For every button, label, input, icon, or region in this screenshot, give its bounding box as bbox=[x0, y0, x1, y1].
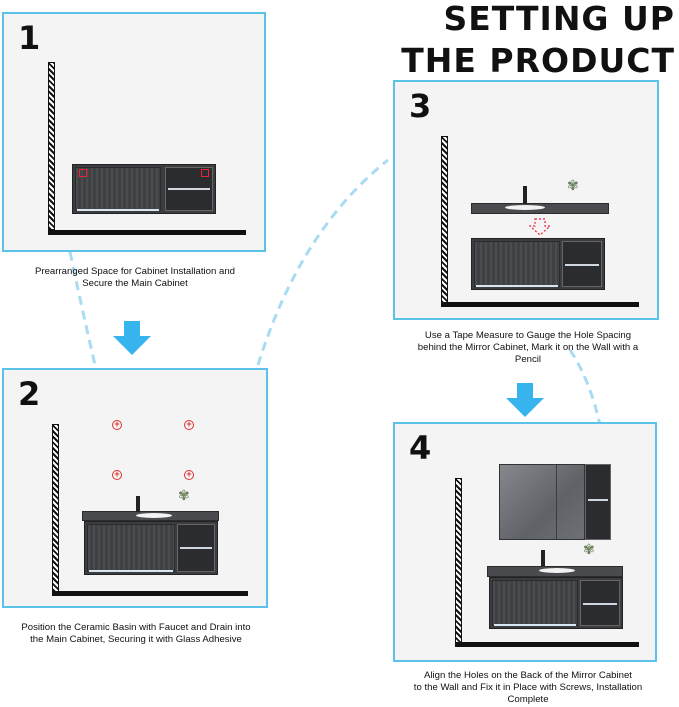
step-2-caption: Position the Ceramic Basin with Faucet a… bbox=[0, 622, 272, 646]
down-arrow-icon bbox=[506, 383, 544, 417]
drawer-light bbox=[476, 285, 558, 287]
page-title-line2: THE PRODUCT bbox=[401, 41, 675, 80]
wall bbox=[455, 478, 462, 646]
main-cabinet bbox=[72, 164, 216, 214]
faucet bbox=[136, 496, 140, 512]
step-4-panel: 4 ✾ bbox=[393, 422, 657, 662]
step-3-caption: Use a Tape Measure to Gauge the Hole Spa… bbox=[383, 330, 673, 366]
step-4-caption-l2: to the Wall and Fix it in Place with Scr… bbox=[413, 682, 643, 693]
crosshair-circle-icon: + bbox=[184, 470, 194, 480]
main-cabinet bbox=[471, 238, 605, 290]
shelf-line bbox=[583, 603, 617, 605]
step-2-number: 2 bbox=[18, 375, 41, 413]
step-1-panel: 1 bbox=[2, 12, 266, 252]
crosshair-circle-icon: + bbox=[184, 420, 194, 430]
faucet bbox=[541, 550, 545, 566]
crosshair-circle-icon: + bbox=[112, 420, 122, 430]
down-arrow-icon bbox=[113, 321, 151, 355]
step-4-caption-l3: Complete bbox=[507, 694, 549, 705]
cabinet-drawer bbox=[492, 580, 578, 626]
drawer-light bbox=[77, 209, 159, 211]
faucet bbox=[523, 186, 527, 204]
main-cabinet bbox=[489, 577, 623, 629]
plant-icon: ✾ bbox=[178, 487, 190, 503]
screw-mark bbox=[79, 169, 87, 177]
down-dashed-arrow-icon bbox=[529, 218, 551, 236]
step-4-caption: Align the Holes on the Back of the Mirro… bbox=[383, 670, 673, 706]
page-title-line1: SETTING UP bbox=[443, 0, 675, 38]
basin bbox=[539, 568, 575, 573]
wall bbox=[52, 424, 59, 592]
main-cabinet bbox=[84, 521, 218, 575]
cabinet-shelf bbox=[562, 241, 602, 287]
step-1-caption-l1: Prearranged Space for Cabinet Installati… bbox=[35, 266, 235, 277]
step-3-caption-l2: behind the Mirror Cabinet, Mark it on th… bbox=[417, 342, 639, 353]
step-1-number: 1 bbox=[18, 19, 41, 57]
step-3-caption-l1: Use a Tape Measure to Gauge the Hole Spa… bbox=[424, 330, 632, 341]
drawer-light bbox=[89, 570, 173, 572]
step-1-caption-l2: Secure the Main Cabinet bbox=[82, 278, 188, 289]
step-1-caption: Prearranged Space for Cabinet Installati… bbox=[0, 266, 270, 290]
step-2-caption-l2: the Main Cabinet, Securing it with Glass… bbox=[30, 634, 242, 645]
shelf-line bbox=[565, 264, 599, 266]
plant-icon: ✾ bbox=[567, 177, 579, 193]
floor bbox=[48, 230, 246, 235]
step-3-panel: 3 ✾ bbox=[393, 80, 659, 320]
cabinet-shelf bbox=[165, 167, 213, 211]
wall bbox=[441, 136, 448, 304]
screw-mark bbox=[201, 169, 209, 177]
basin bbox=[136, 513, 172, 518]
floor bbox=[455, 642, 639, 647]
mirror-cabinet bbox=[499, 464, 585, 540]
floor bbox=[52, 591, 248, 596]
shelf-line bbox=[180, 547, 212, 549]
cabinet-shelf bbox=[177, 524, 215, 572]
cabinet-drawer bbox=[87, 524, 175, 572]
shelf-line bbox=[168, 188, 210, 190]
step-4-number: 4 bbox=[409, 429, 432, 467]
cabinet-drawer bbox=[474, 241, 560, 287]
step-3-caption-l3: Pencil bbox=[514, 354, 542, 365]
step-2-panel: 2 + + + + ✾ bbox=[2, 368, 268, 608]
drawer-light bbox=[494, 624, 576, 626]
plant-icon: ✾ bbox=[583, 541, 595, 557]
cabinet-shelf bbox=[580, 580, 620, 626]
floor bbox=[441, 302, 639, 307]
basin bbox=[505, 205, 545, 210]
step-3-number: 3 bbox=[409, 87, 432, 125]
step-2-caption-l1: Position the Ceramic Basin with Faucet a… bbox=[21, 622, 251, 633]
cabinet-drawer bbox=[75, 167, 161, 211]
crosshair-circle-icon: + bbox=[112, 470, 122, 480]
step-4-caption-l1: Align the Holes on the Back of the Mirro… bbox=[424, 670, 632, 681]
mirror-shelf bbox=[585, 464, 611, 540]
mirror-divider bbox=[556, 465, 557, 539]
shelf-line bbox=[588, 499, 608, 501]
wall bbox=[48, 62, 55, 230]
